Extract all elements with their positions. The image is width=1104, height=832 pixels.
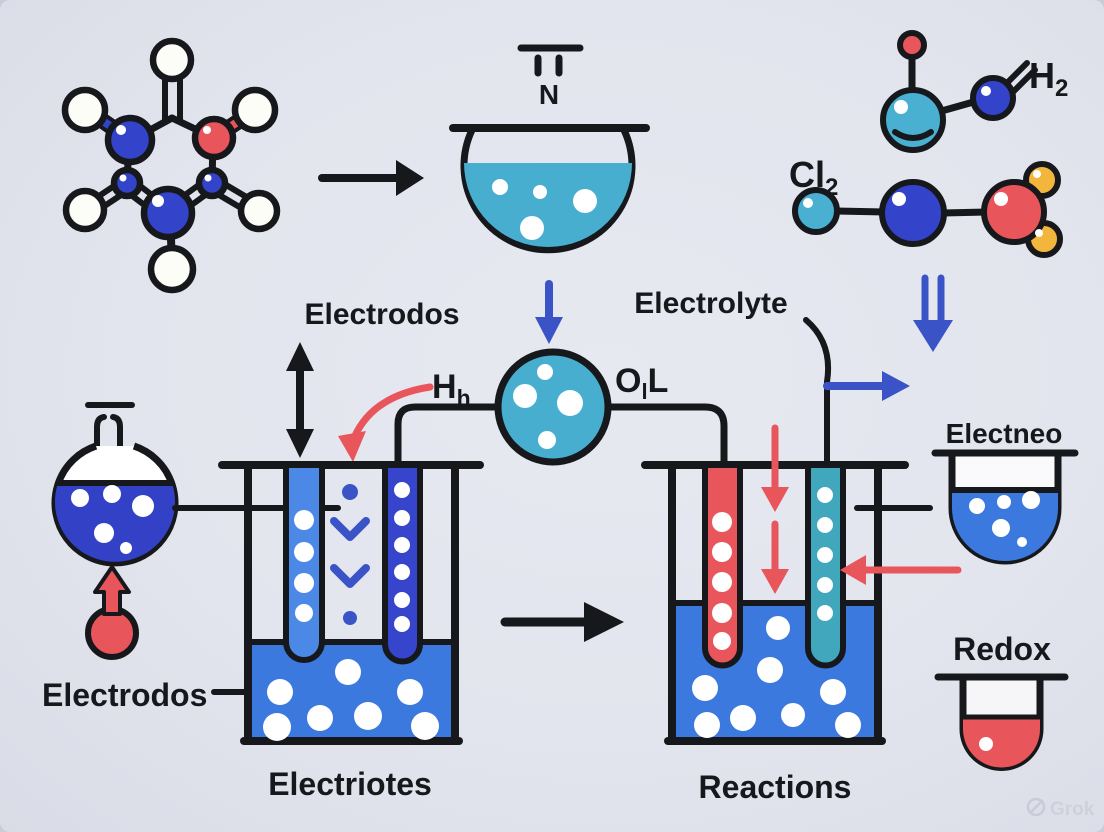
- h-node-label: Hh: [432, 368, 471, 411]
- electrode-bubbles: [294, 482, 410, 632]
- atom-hydrogen: [231, 86, 279, 134]
- o-node-label: OlL: [615, 362, 668, 404]
- right-cell-caption: Reactions: [699, 769, 852, 805]
- mixer-bubbles: [513, 364, 583, 449]
- molecule-ring: [61, 37, 281, 294]
- reactor-sign-label: N: [539, 79, 559, 110]
- atom-hydrogen: [149, 37, 195, 83]
- mixer-circle: [394, 348, 728, 467]
- watermark: Grok: [1026, 797, 1095, 820]
- blue-arrow-down: [535, 280, 563, 344]
- red-curved-arrow: [338, 383, 434, 462]
- electrode-bubbles: [712, 487, 833, 650]
- tube-right: [606, 403, 728, 467]
- left-cell-caption: Electriotes: [268, 766, 432, 802]
- atom-blue: [970, 75, 1016, 121]
- watermark-text: Grok: [1050, 799, 1095, 820]
- electneo-beaker: [931, 449, 1079, 565]
- electrode-lightblue: [283, 468, 325, 663]
- atom-nitrogen: [104, 114, 156, 166]
- electrode-teal: [805, 468, 846, 669]
- atom-highlights: [116, 125, 212, 207]
- tube-bubble: [979, 737, 993, 751]
- atom-nitrogen-small: [195, 166, 229, 200]
- atom-hydrogen: [147, 244, 197, 294]
- atom-nitrogen-small: [110, 166, 144, 200]
- electrolyte-pointer: [803, 317, 832, 466]
- flask-bubbles: [492, 179, 597, 240]
- redox-label: Redox: [953, 631, 1051, 667]
- arrow-right-center: [500, 602, 624, 642]
- red-arrows-down: [761, 424, 789, 594]
- flask-bowl: [460, 126, 636, 254]
- atom-hydrogen: [61, 86, 109, 134]
- electrolyte-label: Electrolyte: [634, 287, 787, 320]
- atom-oxygen: [191, 115, 237, 161]
- electneo-label: Electneo: [946, 418, 1063, 449]
- atom-hydrogen: [62, 187, 108, 233]
- redox-tube: [934, 673, 1069, 771]
- beaker-bubbles: [969, 491, 1040, 547]
- red-balloon-up-arrow: [85, 565, 139, 660]
- right-cell-liquid-bubbles: [692, 616, 861, 738]
- cl2-label: Cl2: [789, 154, 838, 201]
- red-arrow-left: [840, 555, 962, 585]
- atom-hydrogen: [237, 189, 281, 233]
- atom-nitrogen-large: [140, 185, 196, 241]
- tube-red-liquid: [963, 717, 1040, 768]
- atom-smile-mark: [892, 129, 934, 141]
- ion-flow-chevrons: [330, 484, 370, 625]
- reactor-flask: N: [449, 44, 650, 254]
- h2-label: H2: [1029, 55, 1068, 102]
- right-cell: [641, 461, 933, 745]
- arrow-right-top: [318, 160, 424, 196]
- molecule-ring-atoms: [61, 37, 281, 294]
- left-flask: [51, 402, 341, 567]
- molecule-right: H2 Cl2: [789, 30, 1068, 258]
- blue-arrow-right: [823, 371, 910, 401]
- flask-cyan-liquid: [464, 163, 632, 247]
- black-double-arrow-vertical: [286, 342, 314, 458]
- atom-blue-large: [879, 179, 947, 247]
- blue-double-arrow-down: [913, 274, 953, 352]
- left-cell: [218, 461, 484, 745]
- electrodes-top-label: Electrodos: [304, 298, 459, 331]
- flask-bubbles: [71, 485, 154, 554]
- watermark-logo-icon: [1026, 797, 1046, 817]
- atom-highlights: [803, 86, 1043, 237]
- left-cell-liquid-bubbles: [263, 659, 439, 741]
- tube-left: [394, 403, 501, 467]
- electrodes-left-label: Electrodos: [42, 677, 207, 713]
- atom-red-small: [897, 30, 927, 60]
